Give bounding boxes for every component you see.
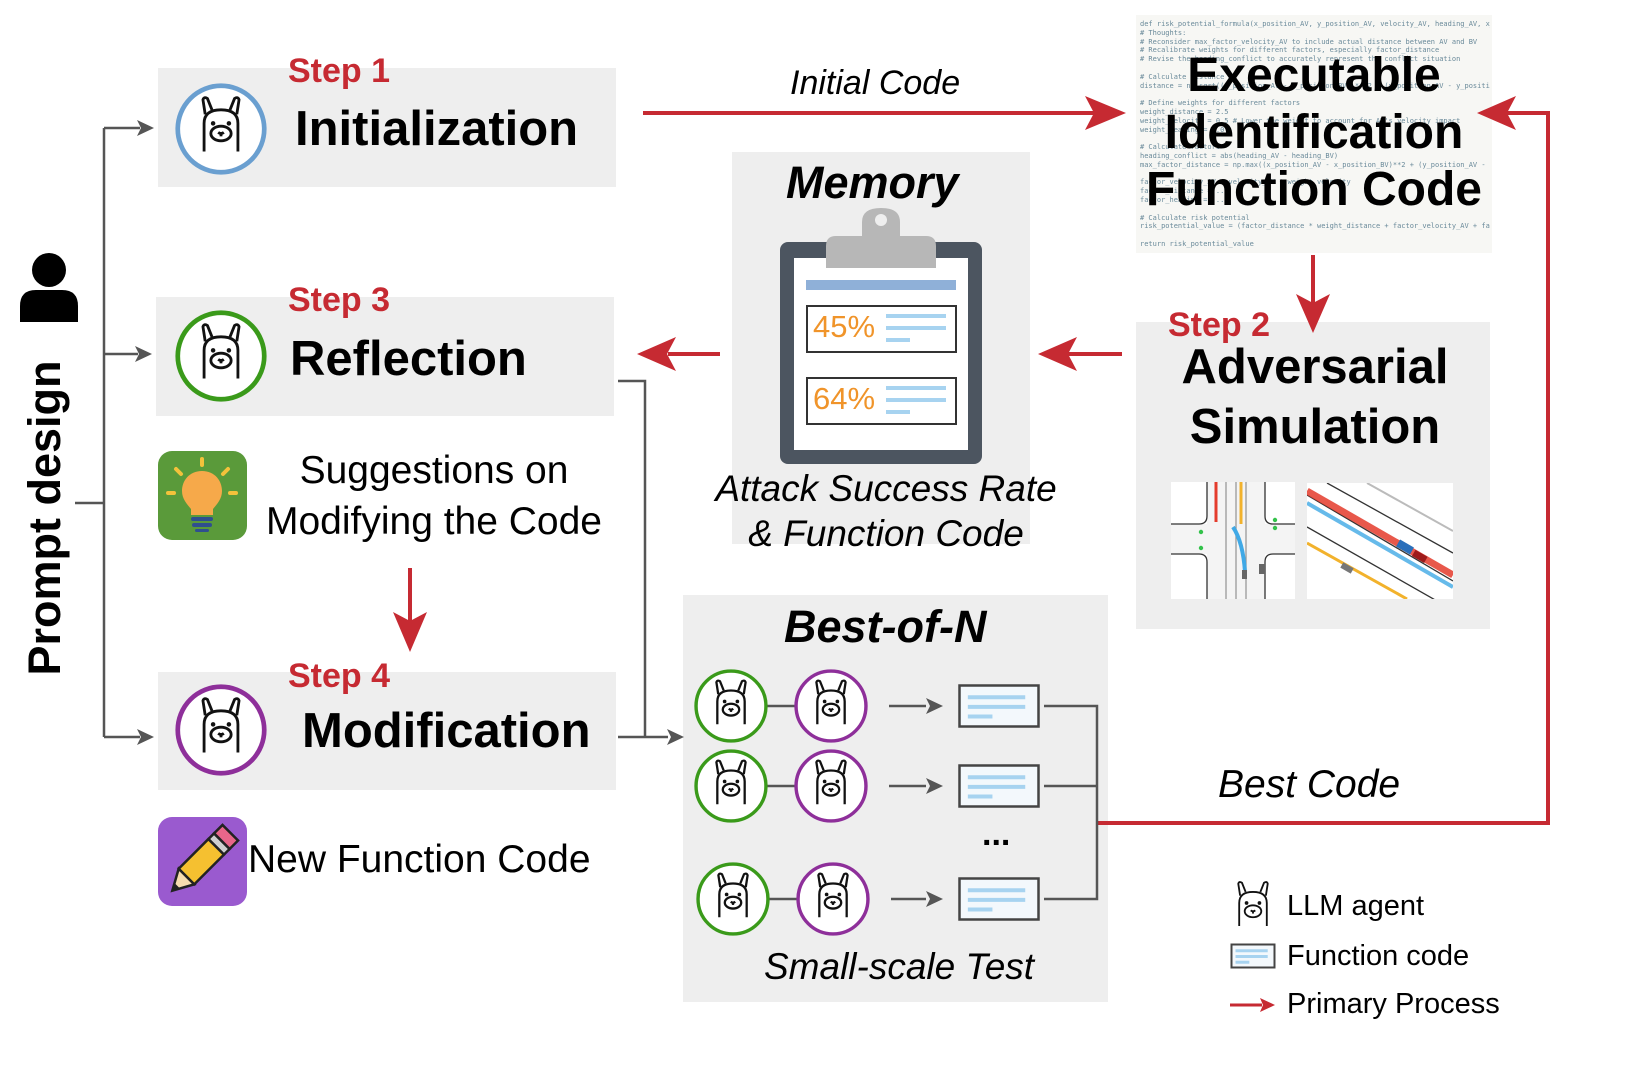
code-doc-icon: [958, 764, 1040, 808]
code-line: weight_distance = 2.5: [1140, 108, 1229, 116]
step2-label: Step 2: [1168, 306, 1271, 344]
suggestions-line2: Modifying the Code: [265, 500, 603, 543]
code-line: factor_velocity_AV = velocity_AV * weigh…: [1140, 178, 1351, 187]
modification-title: Modification: [302, 704, 591, 758]
step4-label: Step 4: [288, 657, 391, 695]
code-line: factor_distance = ...: [1140, 187, 1229, 196]
memory-caption-line1: Attack Success Rate: [715, 468, 1057, 509]
llama-icon: [174, 683, 268, 777]
code-snapshot: [1136, 15, 1492, 253]
memory-caption-line2: & Function Code: [748, 513, 1024, 554]
adversarial-title: Adversarial Simulation: [1136, 337, 1494, 457]
executable-title-line3: Function Code: [1146, 163, 1482, 216]
suggestions-text: Suggestions on Modifying the Code: [248, 445, 620, 547]
executable-title: Executable Identification Function Code: [1132, 47, 1496, 218]
suggestions-line1: Suggestions on: [299, 449, 569, 492]
best-code-label: Best Code: [1218, 763, 1401, 806]
llama-icon: [695, 861, 771, 937]
code-doc-icon: [958, 877, 1040, 921]
legend-primary-process: Primary Process: [1287, 988, 1500, 1020]
small-scale-test-caption: Small-scale Test: [764, 946, 1035, 987]
legend-llm-agent: LLM agent: [1287, 890, 1425, 922]
code-line: weight_heading = 1.0: [1140, 125, 1225, 134]
llama-icon: [693, 748, 769, 824]
reflection-title: Reflection: [290, 332, 527, 386]
legend-function-code: Function code: [1287, 940, 1470, 972]
llama-icon: [793, 668, 869, 744]
llama-icon: [795, 861, 871, 937]
rate-value-1: 45%: [813, 309, 876, 344]
code-line: # Define weights for different factors: [1140, 99, 1301, 108]
llama-icon: [174, 309, 268, 403]
code-doc-icon: [1230, 943, 1276, 969]
llama-icon: [793, 748, 869, 824]
code-line: # Thoughts:: [1140, 28, 1187, 37]
person-icon: [18, 250, 80, 322]
memory-title: Memory: [786, 157, 959, 208]
initialization-title: Initialization: [295, 102, 579, 156]
initial-code-label: Initial Code: [790, 64, 961, 102]
code-line: weight_velocity = 0.5 # Lower the weight…: [1140, 116, 1461, 125]
traffic-scene-icon: [1307, 483, 1453, 599]
new-function-code-text: New Function Code: [248, 838, 591, 881]
code-doc-icon: [958, 684, 1040, 728]
memory-caption: Attack Success Rate & Function Code: [700, 466, 1072, 556]
code-line: # Calculate risk potential: [1140, 213, 1250, 222]
code-line: factor_heading = ...: [1140, 196, 1225, 204]
code-line: distance = np.sqrt((x_position_AV - x_po…: [1140, 81, 1490, 90]
traffic-scene-icon: [1171, 482, 1295, 599]
executable-title-line2: Identification: [1164, 106, 1464, 159]
step1-label: Step 1: [288, 52, 391, 90]
code-line: # Calculate factors: [1140, 143, 1221, 152]
code-line: max_factor_distance = np.max((x_position…: [1140, 160, 1490, 169]
code-line: # Reconsider max_factor_velocity_AV to i…: [1140, 37, 1478, 46]
code-line: # Calculate distance: [1140, 72, 1225, 81]
adversarial-title-line2: Simulation: [1189, 400, 1441, 454]
executable-title-line1: Executable: [1187, 49, 1441, 102]
rate-value-2: 64%: [813, 381, 876, 416]
pencil-icon: [158, 817, 247, 906]
code-line: heading_conflict = abs(heading_AV - head…: [1140, 152, 1339, 160]
code-line: return risk_potential_value: [1140, 240, 1254, 248]
best-of-n-title: Best-of-N: [784, 601, 987, 652]
llama-icon: [1230, 880, 1276, 926]
adversarial-title-line1: Adversarial: [1181, 340, 1449, 394]
code-line: def risk_potential_formula(x_position_AV…: [1140, 20, 1490, 28]
code-line: # Revise the heading_conflict to accurat…: [1140, 55, 1461, 64]
code-snippet: def risk_potential_formula(x_position_AV…: [1138, 18, 1490, 250]
code-line: risk_potential_value = (factor_distance …: [1140, 222, 1490, 231]
llama-icon: [693, 668, 769, 744]
llama-icon: [174, 82, 268, 176]
best-of-n-ellipsis: ...: [982, 815, 1011, 853]
code-line: # Recalibrate weights for different fact…: [1140, 46, 1440, 55]
lightbulb-icon: [158, 451, 247, 540]
step3-label: Step 3: [288, 281, 391, 319]
